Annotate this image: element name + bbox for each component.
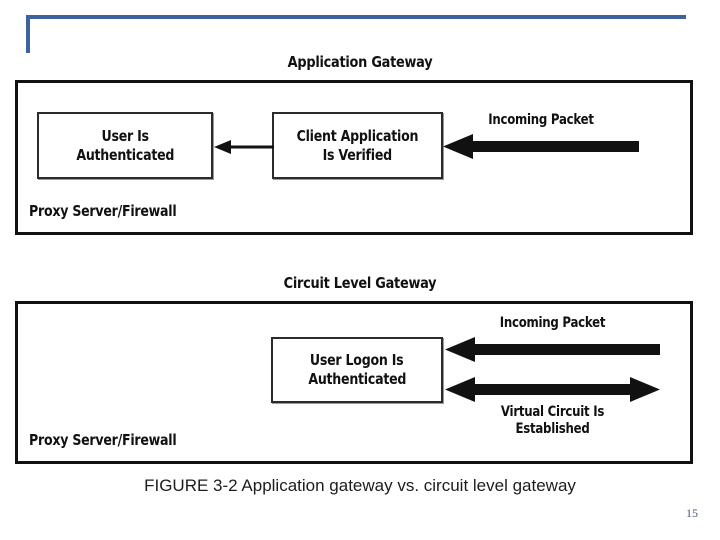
application-gateway-zone-label: Proxy Server/Firewall: [29, 202, 177, 220]
arrow-incoming-packet-app-gateway: [443, 134, 639, 159]
slide-accent-rule: [26, 15, 686, 53]
arrow-label-line-2: Established: [515, 421, 590, 437]
arrow-label-virtual-circuit-established: Virtual Circuit Is Established: [462, 404, 643, 438]
box-line-2: Is Verified: [322, 145, 393, 164]
circuit-level-gateway-zone-label: Proxy Server/Firewall: [29, 431, 177, 449]
arrow-label-incoming-packet-circuit-gateway: Incoming Packet: [499, 315, 606, 331]
box-line-1: User Is: [101, 126, 149, 145]
arrow-virtual-circuit-established: [445, 377, 660, 402]
arrow-verified-to-authenticated: [214, 140, 274, 154]
box-user-is-authenticated: User Is Authenticated: [37, 112, 213, 179]
accent-rule-vertical: [26, 15, 30, 53]
box-line-2: Authenticated: [308, 370, 406, 388]
figure-caption: FIGURE 3-2 Application gateway vs. circu…: [144, 476, 576, 495]
application-gateway-title: Application Gateway: [287, 53, 433, 71]
arrow-incoming-packet-circuit-gateway: [445, 337, 660, 362]
arrow-label-line-1: Virtual Circuit Is: [500, 404, 605, 420]
box-line-1: User Logon Is: [310, 351, 404, 369]
box-client-application-is-verified: Client Application Is Verified: [272, 112, 443, 179]
box-line-2: Authenticated: [76, 145, 174, 164]
box-user-logon-is-authenticated: User Logon Is Authenticated: [271, 337, 443, 403]
accent-rule-horizontal: [26, 15, 686, 19]
box-line-1: Client Application: [296, 126, 419, 145]
page-number: 15: [686, 506, 698, 520]
circuit-level-gateway-title: Circuit Level Gateway: [283, 274, 437, 292]
arrow-label-incoming-packet-app-gateway: Incoming Packet: [488, 112, 594, 128]
